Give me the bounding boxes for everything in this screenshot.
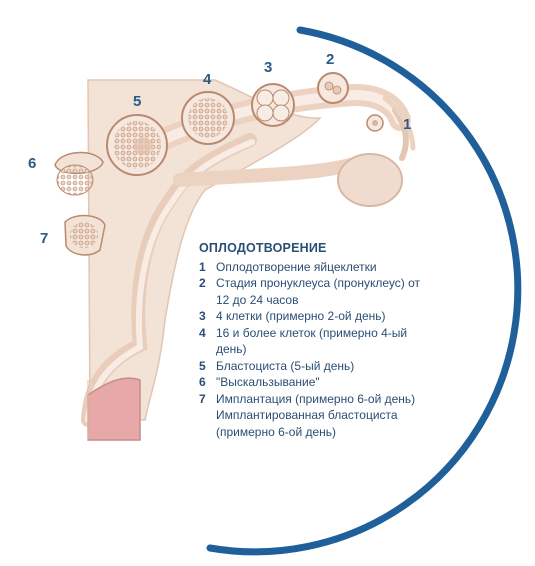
legend-item-number: 6 xyxy=(199,375,206,389)
stage-4-morula xyxy=(181,91,235,145)
legend-item-text: Бластоциста (5-ый день) xyxy=(216,358,355,373)
legend-title: ОПЛОДОТВОРЕНИЕ xyxy=(199,241,327,255)
legend-item-text: 4 клетки (примерно 2-ой день) xyxy=(216,309,386,323)
stage-3-four-cells xyxy=(251,83,295,127)
legend-item-number xyxy=(199,407,216,440)
legend-item: 7 Имплантация (примерно 6-ой день) xyxy=(199,391,429,408)
legend-item: 4 16 и более клеток (примерно 4-ый день) xyxy=(199,325,429,358)
legend-item-number: 4 xyxy=(199,325,206,340)
legend-item: Имплантированная бластоциста (примерно 6… xyxy=(199,407,429,440)
stage-label-3: 3 xyxy=(264,59,272,76)
legend-item-number: 5 xyxy=(199,358,206,373)
legend-item-number: 2 xyxy=(199,276,206,290)
legend-item-text: "Выскальзывание" xyxy=(216,375,320,389)
legend-item-text: Имплантация (примерно 6-ой день) xyxy=(216,391,416,406)
legend-item-text: Стадия пронуклеуса (пронуклеус) от 12 до… xyxy=(216,276,421,307)
stage-7-implantation xyxy=(64,214,106,256)
stage-5-blastocyst xyxy=(106,114,168,176)
legend-item-text: 16 и более клеток (примерно 4-ый день) xyxy=(216,325,408,357)
stage-label-5: 5 xyxy=(133,93,141,110)
legend-item: 6 "Выскальзывание" xyxy=(199,374,429,391)
stage-label-1: 1 xyxy=(403,116,411,133)
stage-6-hatching xyxy=(54,151,104,196)
legend-item: 1 Оплодотворение яйцеклетки xyxy=(199,259,429,276)
legend-item-number: 3 xyxy=(199,309,206,323)
stage-label-6: 6 xyxy=(28,155,36,172)
stage-2-pronucleus xyxy=(317,72,349,104)
blue-arc xyxy=(206,26,522,556)
stage-label-2: 2 xyxy=(326,51,334,68)
legend-item-number: 7 xyxy=(199,391,206,406)
legend-item: 2 Стадия пронуклеуса (пронуклеус) от 12 … xyxy=(199,275,429,308)
legend-item-text: Оплодотворение яйцеклетки xyxy=(216,259,377,274)
legend-item: 3 4 клетки (примерно 2-ой день) xyxy=(199,308,429,325)
legend-item-text: Имплантированная бластоциста (примерно 6… xyxy=(216,408,398,439)
legend-item-number: 1 xyxy=(199,259,206,274)
fertilization-legend: ОПЛОДОТВОРЕНИЕ 1 Оплодотворение яйцеклет… xyxy=(199,240,429,440)
legend-item: 5 Бластоциста (5-ый день) xyxy=(199,358,429,375)
stage-label-7: 7 xyxy=(40,230,48,247)
stage-label-4: 4 xyxy=(203,71,212,88)
stage-1-egg xyxy=(366,114,384,132)
